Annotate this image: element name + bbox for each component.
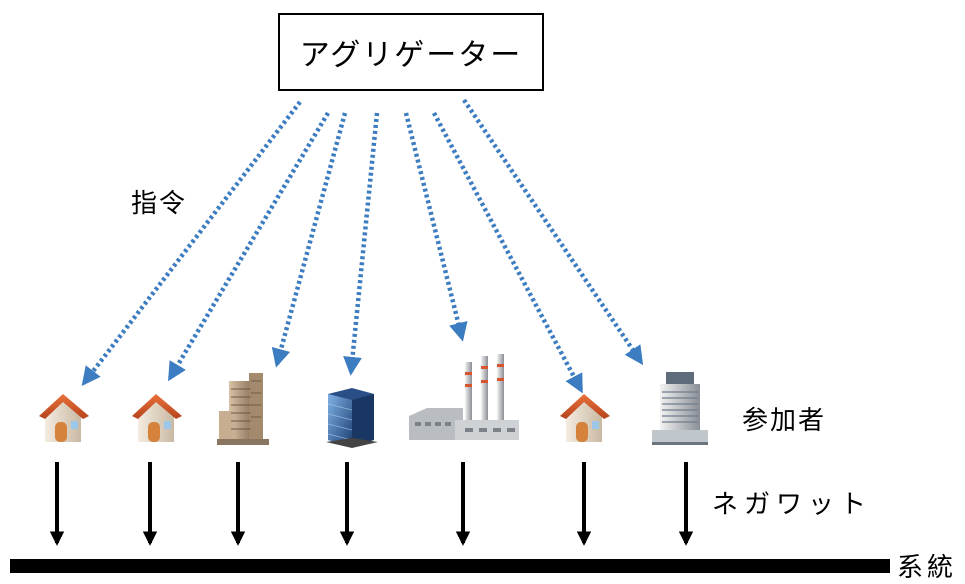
command-arrow-5 — [403, 112, 468, 342]
negawatt-arrows — [49, 462, 694, 546]
command-arrow-7 — [462, 98, 644, 366]
grid-label: 系統 — [897, 553, 958, 583]
apartment-tower-icon — [217, 373, 269, 445]
command-label: 指令 — [131, 189, 188, 219]
command-arrow-4 — [343, 112, 380, 376]
command-arrow-3 — [271, 112, 348, 368]
grid-bar — [10, 559, 890, 573]
house-icon — [560, 394, 610, 442]
command-arrow-6 — [432, 111, 583, 394]
aggregator-box: アグリゲーター — [278, 13, 544, 91]
command-arrow-1 — [81, 100, 302, 386]
office-building-icon — [326, 388, 378, 448]
participants-label: 参加者 — [742, 406, 827, 436]
command-arrows — [81, 98, 644, 394]
house-icon — [39, 394, 89, 442]
highrise-building-icon — [652, 372, 708, 445]
command-arrow-2 — [168, 111, 330, 382]
house-icon — [132, 394, 182, 442]
aggregator-label: アグリゲーター — [299, 38, 523, 73]
factory-icon — [409, 354, 519, 440]
negawatt-label: ネガワット — [712, 490, 873, 520]
